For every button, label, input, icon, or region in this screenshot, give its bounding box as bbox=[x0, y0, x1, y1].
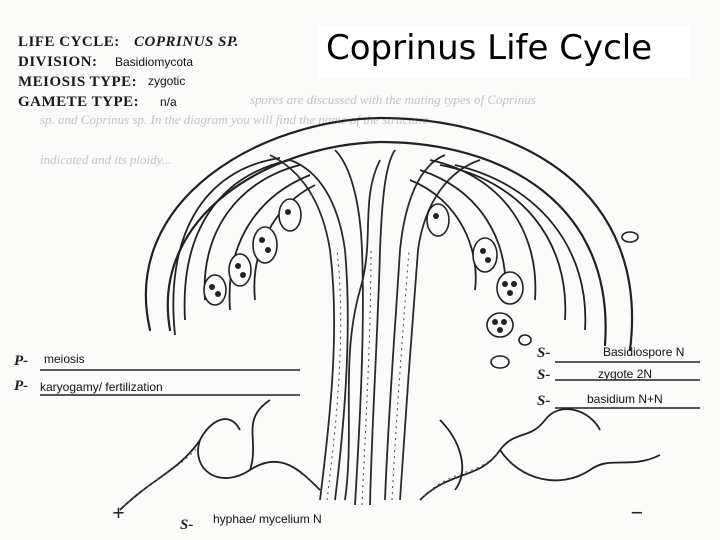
mycelium bbox=[197, 439, 321, 491]
basidium bbox=[203, 274, 227, 306]
basidiospore bbox=[621, 231, 639, 243]
stalk-hypha bbox=[369, 149, 396, 506]
meiosis-type-answer: zygotic bbox=[148, 74, 186, 88]
basidium bbox=[278, 198, 302, 232]
mycelium bbox=[439, 419, 464, 491]
stalk-hypha bbox=[269, 154, 336, 501]
title-box bbox=[318, 26, 690, 78]
basidium bbox=[426, 203, 450, 237]
cap-outline bbox=[144, 116, 633, 352]
label-karyogamy: karyogamy/ fertilization bbox=[40, 380, 163, 394]
label-meiosis: meiosis bbox=[44, 352, 85, 366]
gill-hypha-left bbox=[172, 157, 281, 336]
marker-s3: S- bbox=[537, 393, 551, 409]
marker-s4: S- bbox=[180, 517, 194, 533]
label-basidiospore: Basidiospore N bbox=[603, 345, 685, 359]
gill-hypha-left bbox=[203, 164, 301, 301]
mycelium bbox=[499, 449, 661, 482]
marker-minus: − bbox=[630, 500, 644, 525]
label-zygote: zygote 2N bbox=[598, 367, 653, 381]
basidium bbox=[472, 237, 498, 273]
page-title: Coprinus Life Cycle bbox=[326, 28, 653, 68]
life-cycle-value: COPRINUS SP. bbox=[134, 34, 239, 50]
mycelium bbox=[419, 419, 546, 501]
label-hyphae: hyphae/ mycelium N bbox=[213, 512, 322, 526]
life-cycle-label: LIFE CYCLE: bbox=[18, 34, 120, 50]
stalk-hypha bbox=[344, 159, 381, 501]
background-text-3: indicated and its ploidy... bbox=[40, 152, 172, 167]
mycelium bbox=[249, 399, 271, 471]
mycelium bbox=[544, 408, 601, 431]
marker-p1: P- bbox=[14, 353, 29, 369]
meiosis-type-label: MEIOSIS TYPE: bbox=[18, 74, 138, 90]
basidium bbox=[496, 271, 524, 305]
stalk-hypha bbox=[384, 154, 446, 501]
gamete-type-label: GAMETE TYPE: bbox=[18, 94, 140, 110]
label-basidium: basidium N+N bbox=[587, 392, 663, 406]
basidium bbox=[486, 312, 514, 338]
gill-hypha-left bbox=[228, 174, 311, 311]
life-cycle-header: LIFE CYCLE: COPRINUS SP. bbox=[18, 34, 239, 51]
stalk-hypha bbox=[334, 149, 364, 506]
background-text-1: spores are discussed with the mating typ… bbox=[250, 92, 536, 107]
gill-hypha-right bbox=[454, 164, 587, 331]
marker-plus: + bbox=[112, 500, 125, 525]
gill-hypha-right bbox=[439, 164, 567, 321]
gamete-type-answer: n/a bbox=[160, 95, 177, 109]
stalk-hypha bbox=[289, 159, 349, 501]
mycelium bbox=[119, 418, 241, 511]
gill-hypha-left bbox=[183, 159, 291, 321]
division-label: DIVISION: bbox=[18, 54, 98, 70]
gill-hypha-right bbox=[409, 179, 477, 291]
basidium bbox=[228, 253, 252, 287]
marker-s2: S- bbox=[537, 367, 551, 383]
basidiospore bbox=[490, 355, 510, 369]
stalk-hypha bbox=[399, 159, 481, 501]
basidium bbox=[252, 226, 278, 264]
marker-s1: S- bbox=[537, 345, 551, 361]
basidiospore bbox=[518, 334, 532, 346]
marker-p2: P- bbox=[14, 378, 29, 394]
division-answer: Basidiomycota bbox=[115, 55, 194, 69]
cap-inner-outline bbox=[166, 140, 607, 347]
